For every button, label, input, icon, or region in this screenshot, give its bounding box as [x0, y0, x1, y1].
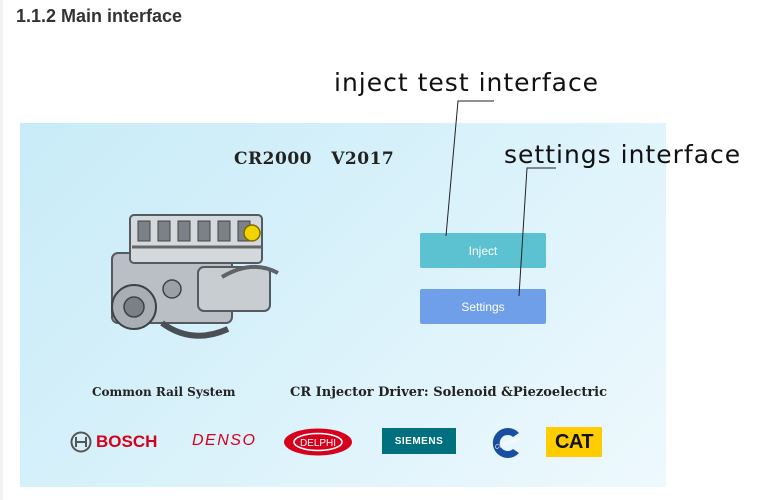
subtitle-common-rail: Common Rail System	[92, 385, 236, 399]
cat-logo: CAT	[546, 427, 602, 457]
left-border	[0, 0, 3, 500]
bosch-armature-icon	[70, 431, 92, 453]
delphi-logo-text: DELPHI	[300, 438, 336, 449]
cummins-logo: Cummins	[492, 428, 520, 458]
app-title: CR2000 V2017	[234, 149, 395, 169]
section-heading: 1.1.2 Main interface	[16, 6, 183, 26]
settings-annotation: settings interface	[504, 140, 742, 169]
inject-button[interactable]: Inject	[420, 233, 546, 268]
app-main-screen: CR2000 V2017 Inject Settings Common Rail…	[20, 123, 666, 487]
denso-logo: DENSO	[192, 432, 257, 449]
delphi-logo: DELPHI	[284, 428, 352, 456]
bosch-logo-text: BOSCH	[96, 432, 158, 451]
inject-annotation: inject test interface	[334, 68, 600, 97]
settings-button[interactable]: Settings	[420, 289, 546, 324]
subtitle-injector-driver: CR Injector Driver: Solenoid &Piezoelect…	[290, 385, 608, 400]
siemens-logo: SIEMENS	[382, 428, 456, 454]
engine-image	[111, 214, 279, 339]
bosch-logo: BOSCH	[70, 431, 157, 453]
